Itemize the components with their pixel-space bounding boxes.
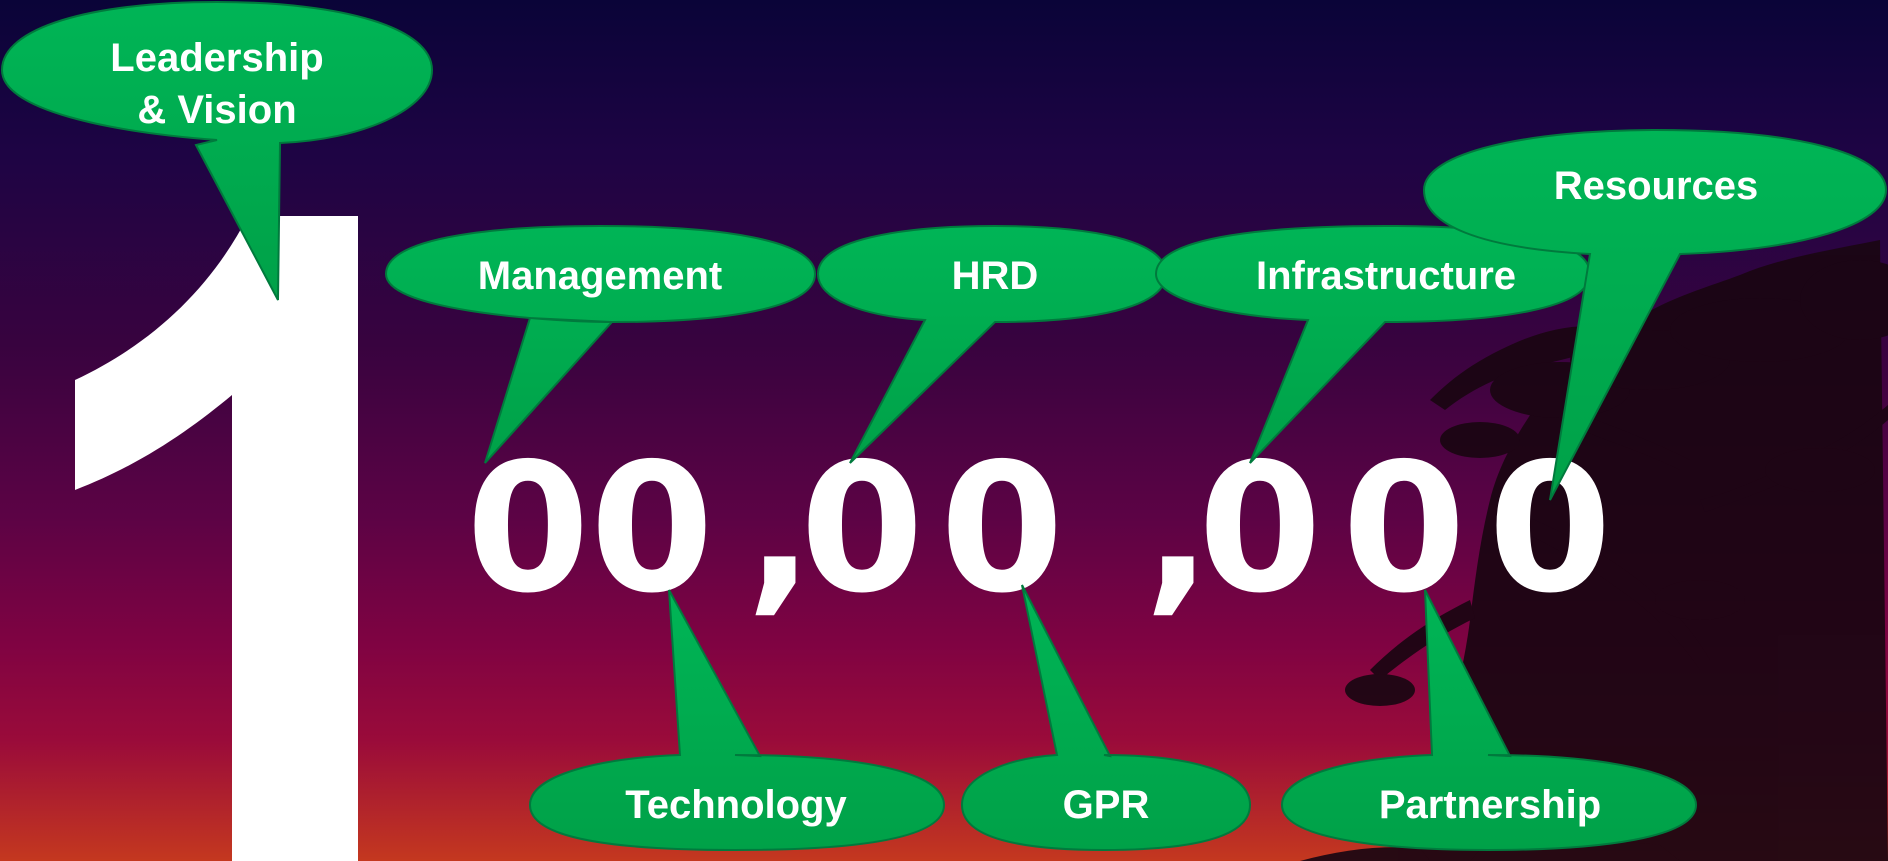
leadership-label: Leadership & Vision [60, 32, 374, 136]
partnership-label: Partnership [1378, 783, 1602, 827]
digit-3: 0 [800, 425, 924, 632]
technology-bubble [528, 589, 946, 852]
leadership-line1: Leadership [110, 36, 324, 80]
technology-label: Technology [625, 783, 847, 827]
leadership-line2: & Vision [137, 88, 297, 132]
digit-5: 0 [1198, 425, 1322, 632]
gpr-label: GPR [1062, 783, 1150, 827]
management-label: Management [477, 254, 723, 298]
leadership-bubble [0, 0, 434, 301]
resources-label: Resources [1553, 164, 1759, 208]
digit-7: 0 [1488, 425, 1612, 632]
digit-1: 0 [466, 425, 590, 632]
digit-2: 0 [590, 425, 714, 632]
infrastructure-label: Infrastructure [1255, 254, 1517, 298]
hrd-bubble [816, 224, 1168, 464]
digit-4: 0 [940, 425, 1064, 632]
comma-1: , [746, 425, 814, 632]
comma-2: , [1144, 425, 1212, 632]
hrd-label: HRD [951, 254, 1039, 298]
resources-bubble [1422, 128, 1888, 501]
management-bubble [384, 224, 817, 464]
partnership-bubble [1280, 589, 1698, 852]
gpr-bubble [960, 584, 1252, 852]
digit-6: 0 [1342, 425, 1466, 632]
